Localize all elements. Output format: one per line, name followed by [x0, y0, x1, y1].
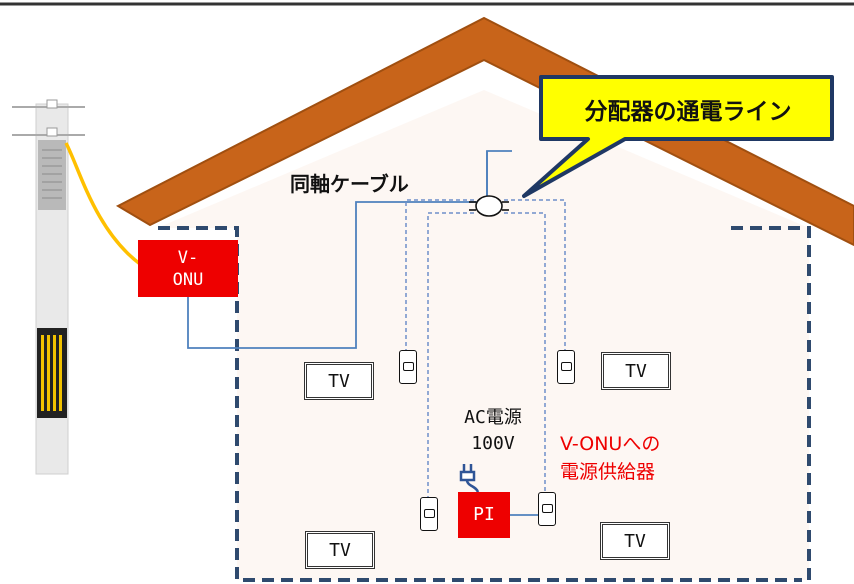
outlet-4: [538, 492, 556, 526]
splitter: [469, 195, 509, 217]
supply-line1: V-ONUへの: [560, 433, 661, 455]
outlet-3: [420, 497, 438, 531]
power-plug-icon: [459, 464, 480, 493]
coax-cable-label: 同軸ケーブル: [290, 172, 409, 196]
supply-line2: 電源供給器: [560, 461, 656, 483]
tv-2: TV: [601, 352, 671, 390]
tv-4: TV: [600, 522, 670, 560]
supply-label: V-ONUへの 電源供給器: [560, 430, 720, 486]
ac-power-line2: 100V: [471, 433, 515, 454]
ac-power-label: AC電源 100V: [448, 405, 538, 457]
v-onu-device: V- ONU: [138, 240, 238, 297]
tv-3: TV: [305, 531, 375, 569]
v-onu-label-line2: ONU: [172, 269, 204, 290]
callout-bubble: [522, 75, 834, 198]
house-body: [237, 228, 809, 580]
utility-pole: [12, 99, 85, 475]
outlet-1: [399, 350, 417, 384]
outlet-2: [557, 350, 575, 384]
drop-cable: [64, 142, 142, 266]
powered-lines: [405, 199, 566, 497]
pi-label: PI: [473, 504, 495, 525]
tv-1: TV: [304, 362, 374, 400]
callout-text: 分配器の通電ライン: [584, 99, 792, 125]
ac-power-line1: AC電源: [464, 407, 522, 428]
house-dashed-outline: [158, 226, 811, 582]
house-attic: [157, 90, 809, 228]
pi-device: PI: [458, 492, 510, 538]
v-onu-label-line1: V-: [177, 247, 199, 268]
